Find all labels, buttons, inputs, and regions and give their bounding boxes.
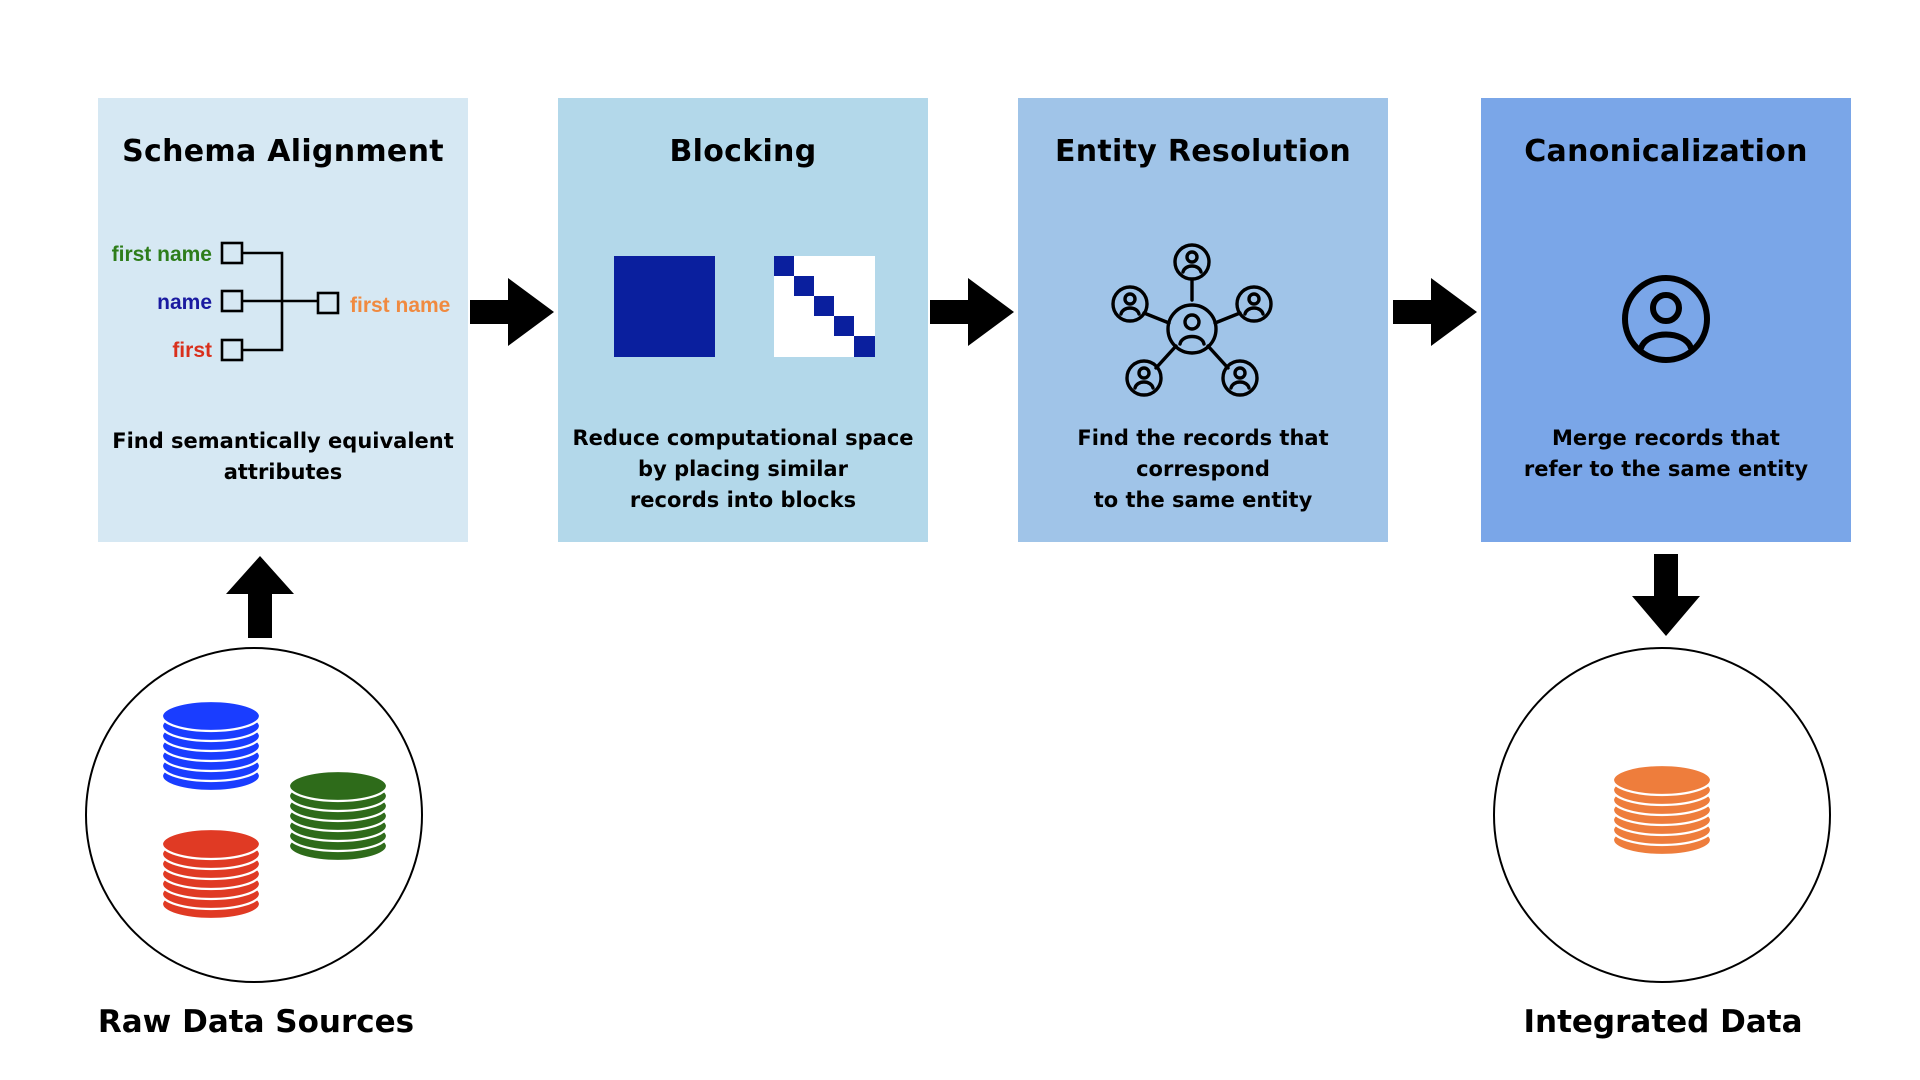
- step-title: Entity Resolution: [1054, 134, 1352, 169]
- full-block-square: [614, 256, 715, 357]
- database-disk: [287, 769, 389, 803]
- schema-label-first-name: first name: [112, 243, 212, 266]
- step-description: Merge records that refer to the same ent…: [1523, 426, 1809, 481]
- arrow-up-icon: [226, 556, 294, 638]
- step-card-blocking: Blocking Reduce computational space by p…: [558, 98, 928, 542]
- arrow-right-icon: [1393, 278, 1477, 346]
- integrated-data-label: Integrated Data: [1523, 1004, 1803, 1040]
- step-card-schema-alignment: Schema Alignment first name name first f…: [98, 98, 468, 542]
- step-title: Blocking: [669, 134, 817, 169]
- database-disk: [1611, 763, 1713, 797]
- schema-label-first: first: [172, 339, 212, 362]
- step-description: Reduce computational space by placing si…: [572, 426, 914, 512]
- schema-merge-icon: first name name first first name: [112, 241, 450, 362]
- step-title: Schema Alignment: [122, 134, 444, 169]
- database-stack-icon: [160, 827, 262, 921]
- database-disk: [160, 827, 262, 861]
- step-card-entity-resolution: Entity Resolution: [1018, 98, 1388, 542]
- step-description: Find the records that correspond to the …: [1077, 426, 1329, 512]
- arrow-down-icon: [1632, 554, 1700, 636]
- step-card-canonicalization: Canonicalization Merge records that refe…: [1481, 98, 1851, 542]
- step-title: Canonicalization: [1524, 134, 1808, 169]
- schema-label-name: name: [157, 291, 212, 314]
- diagonal-blocks: [774, 256, 875, 357]
- schema-label-merged: first name: [350, 294, 450, 317]
- arrow-right-icon: [470, 278, 554, 346]
- raw-data-sources-circle: [85, 647, 423, 983]
- database-stack-icon: [1611, 763, 1713, 857]
- database-stack-icon: [160, 699, 262, 793]
- step-description: Find semantically equivalent attributes: [112, 429, 454, 484]
- raw-data-sources-label: Raw Data Sources: [97, 1004, 415, 1040]
- integrated-data-circle: [1493, 647, 1831, 983]
- user-circle-icon: [1622, 275, 1710, 363]
- database-stack-icon: [287, 769, 389, 863]
- arrow-right-icon: [930, 278, 1014, 346]
- database-disk: [160, 699, 262, 733]
- blocking-matrix-icon: [614, 256, 875, 357]
- entity-network-icon: [1111, 243, 1273, 397]
